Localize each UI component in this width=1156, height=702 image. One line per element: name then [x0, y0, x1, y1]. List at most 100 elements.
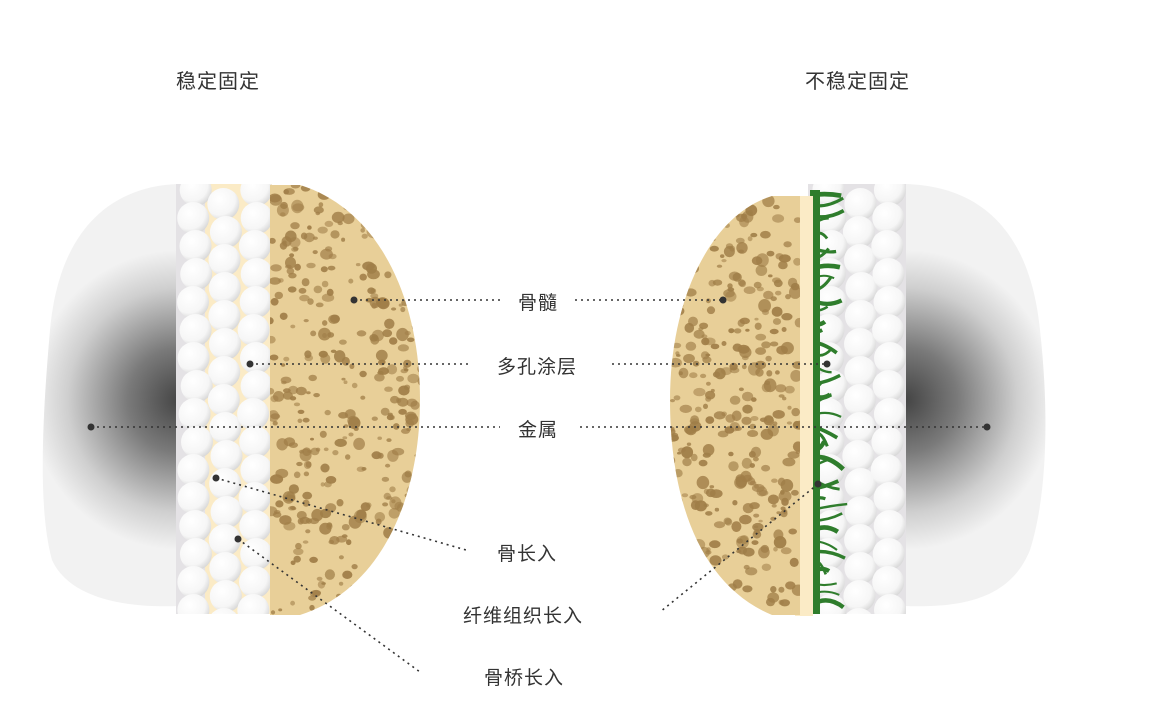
marrow-pore: [769, 328, 779, 335]
marrow-pore: [684, 322, 695, 333]
marrow-pore: [728, 328, 735, 334]
marrow-pore: [762, 196, 775, 208]
marrow-pore: [742, 199, 748, 204]
marrow-pore: [278, 608, 283, 612]
marrow-pore: [751, 196, 759, 200]
marrow-pore: [405, 419, 415, 428]
marrow-pore: [396, 194, 404, 201]
marrow-pore: [382, 238, 389, 245]
marrow-pore: [775, 370, 780, 375]
marrow-pore: [414, 577, 420, 590]
marrow-pore: [270, 335, 276, 344]
marrow-pore: [360, 221, 369, 229]
porous-bead: [872, 202, 905, 234]
marrow-pore: [315, 302, 324, 308]
marrow-pore: [374, 373, 385, 382]
marrow-pore: [778, 261, 788, 270]
marrow-pore: [673, 395, 681, 401]
marrow-pore: [274, 291, 283, 300]
marrow-pore: [677, 451, 682, 455]
porous-bead: [815, 370, 848, 402]
marrow-pore: [323, 447, 329, 452]
marrow-pore: [318, 350, 328, 358]
leader-bone-bridge: [237, 538, 421, 673]
porous-bead: [208, 300, 241, 332]
marrow-pore: [411, 509, 419, 517]
marrow-pore: [708, 279, 716, 287]
marrow-pore: [702, 182, 715, 191]
marrow-pore: [732, 579, 743, 589]
marrow-pore: [307, 298, 314, 305]
marrow-pore: [791, 584, 800, 596]
marrow-pore: [684, 425, 696, 435]
marrow-pore: [699, 597, 708, 605]
marrow-pore: [341, 377, 346, 381]
marrow-pore: [270, 387, 275, 395]
marrow-pore: [338, 581, 344, 586]
marrow-pore: [338, 555, 344, 560]
marrow-pore: [414, 321, 420, 329]
marrow-pore: [704, 601, 717, 615]
marrow-pore: [785, 581, 796, 590]
marrow-pore: [770, 586, 777, 593]
marrow-pore: [788, 528, 797, 535]
marrow-pore: [761, 464, 771, 472]
marrow-pore: [310, 330, 317, 337]
marrow-pore: [670, 282, 672, 287]
marrow-pore: [351, 382, 358, 389]
marrow-pore: [334, 350, 346, 363]
marrow-pore: [270, 474, 284, 484]
marrow-pore: [408, 527, 413, 532]
marrow-pore: [695, 406, 702, 413]
porous-bead: [179, 184, 212, 206]
porous-bead: [870, 454, 903, 486]
marrow-pore: [689, 372, 698, 379]
marrow-pore: [724, 223, 730, 228]
marrow-pore: [733, 328, 742, 334]
porous-bead: [814, 202, 847, 234]
marrow-pore: [415, 185, 420, 192]
marrow-pore: [308, 374, 318, 382]
marrow-pore: [705, 416, 715, 424]
marrow-pore: [324, 409, 331, 416]
marrow-pore: [700, 373, 707, 379]
marrow-pore: [676, 242, 688, 252]
marrow-pore: [418, 450, 420, 455]
marrow-pore: [700, 602, 710, 609]
marrow-pore: [773, 546, 778, 552]
marrow-pore: [341, 237, 346, 242]
marrow-pore: [404, 493, 409, 498]
marrow-pore: [670, 486, 677, 496]
marrow-pore: [382, 604, 392, 613]
porous-bead: [871, 230, 904, 262]
marrow-pore: [766, 370, 773, 377]
marrow-pore: [336, 499, 344, 507]
marrow-pore: [342, 570, 353, 579]
marrow-pore: [398, 385, 410, 396]
marrow-pore: [670, 547, 680, 560]
marrow-pore: [412, 247, 420, 253]
marrow-pore: [778, 586, 785, 593]
marrow-pore: [310, 447, 320, 456]
marrow-pore: [289, 237, 301, 248]
marrow-pore: [751, 397, 757, 402]
marrow-pore: [747, 430, 759, 437]
marrow-pore: [705, 188, 711, 194]
marrow-pore: [775, 253, 784, 260]
marrow-pore: [327, 265, 336, 271]
marrow-pore: [776, 511, 781, 515]
marrow-pore: [696, 475, 710, 490]
marrow-pore: [749, 463, 755, 468]
marrow-pore: [370, 288, 377, 294]
marrow-pore: [670, 233, 676, 244]
marrow-pore: [768, 274, 773, 278]
marrow-pore: [720, 254, 725, 258]
marrow-pore: [371, 219, 385, 233]
marrow-pore: [383, 492, 391, 500]
marrow-pore: [728, 451, 734, 457]
porous-bead: [239, 510, 272, 542]
marrow-pore: [417, 375, 420, 387]
marrow-pore: [769, 341, 779, 347]
marrow-pore: [362, 261, 375, 271]
